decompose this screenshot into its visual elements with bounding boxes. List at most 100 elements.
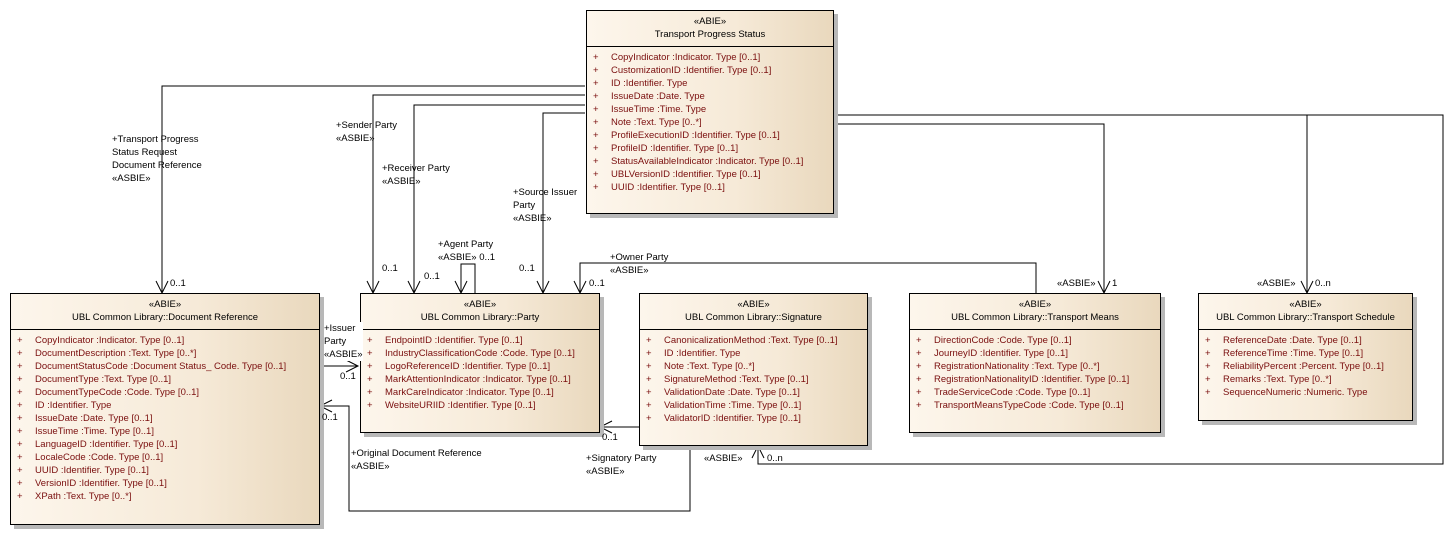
attribute-row[interactable]: +Note :Text. Type [0..*] [646,360,867,373]
visibility-public-icon: + [593,104,599,115]
attribute-row[interactable]: +ReliabilityPercent :Percent. Type [0..1… [1205,360,1412,373]
attribute-text: JourneyID :Identifier. Type [0..1] [934,348,1068,359]
role-label-signature: «ASBIE» [704,452,743,465]
attribute-text: MarkCareIndicator :Indicator. Type [0..1… [385,387,554,398]
connector-receiver [413,104,585,293]
connector-source-issuer [542,112,585,293]
role-label-signatory: +Signatory Party«ASBIE» [586,452,657,478]
class-header: «ABIE» Transport Progress Status [587,11,833,47]
attribute-row[interactable]: +LanguageID :Identifier. Type [0..1] [17,438,319,451]
attribute-row[interactable]: +DocumentType :Text. Type [0..1] [17,373,319,386]
attribute-row[interactable]: +UUID :Identifier. Type [0..1] [17,464,319,477]
visibility-public-icon: + [367,361,373,372]
attribute-row[interactable]: +TradeServiceCode :Code. Type [0..1] [916,386,1160,399]
stereotype: «ABIE» [148,299,182,310]
class-party[interactable]: «ABIE» UBL Common Library::Party +Endpoi… [360,293,600,433]
attribute-text: DocumentTypeCode :Code. Type [0..1] [35,387,200,398]
label-line: +Owner Party [610,252,669,263]
attribute-row[interactable]: +EndpointID :Identifier. Type [0..1] [367,334,599,347]
stereotype: «ABIE» [1289,299,1322,310]
attribute-row[interactable]: +DocumentDescription :Text. Type [0..*] [17,347,319,360]
attribute-row[interactable]: +LogoReferenceID :Identifier. Type [0..1… [367,360,599,373]
attribute-row[interactable]: +ReferenceDate :Date. Type [0..1] [1205,334,1412,347]
attribute-row[interactable]: +ProfileExecutionID :Identifier. Type [0… [593,129,833,142]
class-document-reference[interactable]: «ABIE» UBL Common Library::Document Refe… [10,293,320,525]
attribute-row[interactable]: +LocaleCode :Code. Type [0..1] [17,451,319,464]
class-transport-means[interactable]: «ABIE» UBL Common Library::Transport Mea… [909,293,1161,433]
attribute-row[interactable]: +JourneyID :Identifier. Type [0..1] [916,347,1160,360]
class-header: «ABIE» UBL Common Library::Document Refe… [11,294,319,330]
attribute-row[interactable]: +IssueTime :Time. Type [593,103,833,116]
class-transport-schedule[interactable]: «ABIE» UBL Common Library::Transport Sch… [1198,293,1413,421]
attribute-row[interactable]: +IssueDate :Date. Type [593,90,833,103]
attribute-row[interactable]: +ValidatorID :Identifier. Type [0..1] [646,412,867,425]
attribute-row[interactable]: +StatusAvailableIndicator :Indicator. Ty… [593,155,833,168]
attribute-row[interactable]: +CanonicalizationMethod :Text. Type [0..… [646,334,867,347]
class-name: UBL Common Library::Transport Schedule [1216,312,1395,323]
attribute-list: +CopyIndicator :Indicator. Type [0..1]+C… [587,47,833,194]
attribute-row[interactable]: +TransportMeansTypeCode :Code. Type [0..… [916,399,1160,412]
attribute-row[interactable]: +SequenceNumeric :Numeric. Type [1205,386,1412,399]
attribute-text: EndpointID :Identifier. Type [0..1] [385,335,523,346]
label-line: «ASBIE» [382,176,421,187]
attribute-text: Remarks :Text. Type [0..*] [1223,374,1332,385]
visibility-public-icon: + [367,348,373,359]
attribute-row[interactable]: +ID :Identifier. Type [646,347,867,360]
attribute-row[interactable]: +CustomizationID :Identifier. Type [0..1… [593,64,833,77]
attribute-row[interactable]: +CopyIndicator :Indicator. Type [0..1] [593,51,833,64]
attribute-row[interactable]: +VersionID :Identifier. Type [0..1] [17,477,319,490]
attribute-text: TradeServiceCode :Code. Type [0..1] [934,387,1091,398]
label-line: «ASBIE» 0..1 [438,252,496,263]
attribute-row[interactable]: +IssueTime :Time. Type [0..1] [17,425,319,438]
attribute-row[interactable]: +RegistrationNationalityID :Identifier. … [916,373,1160,386]
attribute-text: ID :Identifier. Type [664,348,741,359]
attribute-row[interactable]: + Remarks :Text. Type [0..*] [1205,373,1412,386]
attribute-row[interactable]: + ValidationDate :Date. Type [0..1] [646,386,867,399]
attribute-row[interactable]: + ReferenceTime :Time. Type [0..1] [1205,347,1412,360]
attribute-text: ReferenceTime :Time. Type [0..1] [1223,348,1364,359]
attribute-row[interactable]: +RegistrationNationality :Text. Type [0.… [916,360,1160,373]
attribute-row[interactable]: +Note :Text. Type [0..*] [593,116,833,129]
attribute-row[interactable]: +MarkCareIndicator :Indicator. Type [0..… [367,386,599,399]
visibility-public-icon: + [1205,348,1211,359]
attribute-row[interactable]: +ProfileID :Identifier. Type [0..1] [593,142,833,155]
attribute-row[interactable]: +ID :Identifier. Type [17,399,319,412]
attribute-row[interactable]: +DocumentStatusCode :Document Status_ Co… [17,360,319,373]
visibility-public-icon: + [17,452,23,463]
arrowhead-icon [598,420,613,434]
label-line: Status Request [112,147,177,158]
attribute-row[interactable]: +SignatureMethod :Text. Type [0..1] [646,373,867,386]
attribute-row[interactable]: +IssueDate :Date. Type [0..1] [17,412,319,425]
attribute-text: IssueTime :Time. Type [0..1] [35,426,154,437]
attribute-row[interactable]: +IndustryClassificationCode :Code. Type … [367,347,599,360]
visibility-public-icon: + [17,387,23,398]
attribute-row[interactable]: +DirectionCode :Code. Type [0..1] [916,334,1160,347]
visibility-public-icon: + [17,374,23,385]
visibility-public-icon: + [646,387,652,398]
attribute-row[interactable]: +UBLVersionID :Identifier. Type [0..1] [593,168,833,181]
class-name: UBL Common Library::Document Reference [71,312,259,323]
visibility-public-icon: + [17,413,23,424]
multiplicity-label: 0..n [1315,278,1331,289]
attribute-row[interactable]: + DocumentTypeCode :Code. Type [0..1] [17,386,319,399]
attribute-row[interactable]: +WebsiteURIID :Identifier. Type [0..1] [367,399,599,412]
class-signature[interactable]: «ABIE» UBL Common Library::Signature +Ca… [639,293,868,446]
attribute-row[interactable]: +XPath :Text. Type [0..*] [17,490,319,503]
attribute-row[interactable]: +UUID :Identifier. Type [0..1] [593,181,833,194]
attribute-list: +DirectionCode :Code. Type [0..1]+Journe… [910,330,1160,412]
visibility-public-icon: + [1205,361,1211,372]
attribute-text: ValidationDate :Date. Type [0..1] [664,387,800,398]
visibility-public-icon: + [1205,374,1211,385]
attribute-text: ValidatorID :Identifier. Type [0..1] [664,413,801,424]
label-line: «ASBIE» [1257,278,1296,289]
attribute-row[interactable]: +ValidationTime :Time. Type [0..1] [646,399,867,412]
stereotype: «ABIE» [1018,299,1052,310]
label-line: Party [324,336,347,347]
class-transport-progress-status[interactable]: «ABIE» Transport Progress Status +CopyIn… [586,10,834,214]
attribute-row[interactable]: +ID :Identifier. Type [593,77,833,90]
attribute-row[interactable]: +MarkAttentionIndicator :Indicator. Type… [367,373,599,386]
role-label-sender: +Sender Party«ASBIE» [336,119,397,145]
attribute-row[interactable]: +CopyIndicator :Indicator. Type [0..1] [17,334,319,347]
visibility-public-icon: + [17,361,23,372]
